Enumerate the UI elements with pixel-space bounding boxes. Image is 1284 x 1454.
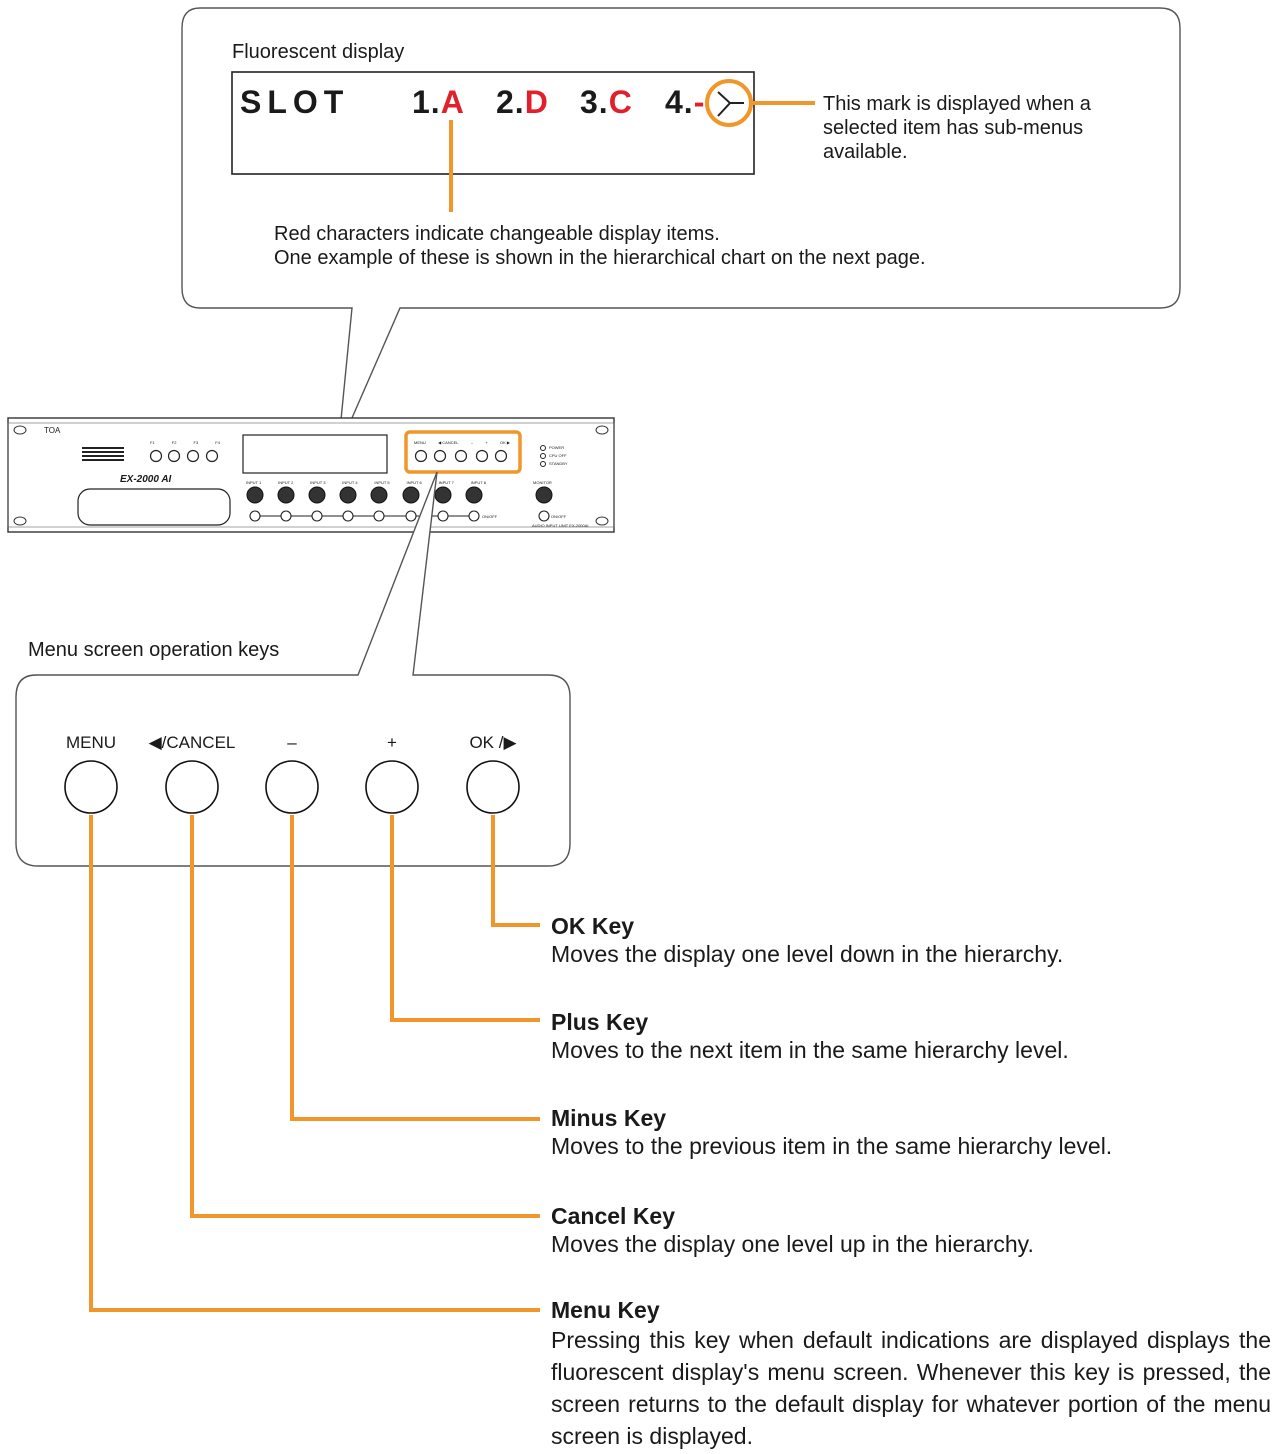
cancel-key-label: ◀/CANCEL (148, 733, 236, 752)
menu-key-circle (64, 760, 118, 814)
keys-callout-bubble (15, 471, 571, 867)
fluorescent-display-title: Fluorescent display (232, 41, 405, 63)
minus-key-leader (290, 815, 540, 1121)
device-brand: TOA (44, 426, 61, 435)
lcd-slot: SLOT (240, 84, 350, 120)
ok-key-leader (491, 815, 540, 927)
ok-key-circle (466, 760, 520, 814)
device-on-off-label: ON/OFF (482, 514, 498, 519)
plus-key-label: + (387, 733, 397, 752)
lcd-item-1: 1.A (412, 84, 465, 120)
minus-key-description: Minus Key Moves to the previous item in … (551, 1105, 1113, 1159)
submenu-note: This mark is displayed when a selected i… (823, 93, 1091, 163)
plus-key-description: Plus Key Moves to the next item in the s… (551, 1009, 1069, 1063)
menu-key-label: MENU (65, 733, 117, 752)
device-front-panel (7, 417, 615, 533)
ok-key-label: OK /▶ (469, 733, 517, 752)
minus-key-circle (265, 760, 319, 814)
device-menu-key-labels: MENU◀ CANCEL–+OK ▶ (414, 440, 510, 445)
cancel-key-circle (165, 760, 219, 814)
ok-key-description: OK Key Moves the display one level down … (551, 913, 1064, 967)
lcd-item-3: 3.C (580, 84, 633, 120)
menu-key-leader (89, 815, 540, 1312)
device-model: EX-2000 AI (120, 474, 172, 485)
plus-key-leader (390, 815, 540, 1022)
lcd-item-4: 4.- (665, 84, 706, 120)
device-monitor-label: MONITOR (533, 480, 552, 485)
submenu-mark-icon (717, 91, 744, 117)
keys-panel-title: Menu screen operation keys (28, 639, 280, 661)
cancel-key-leader (190, 815, 540, 1218)
device-monitor-on-off-label: ON/OFF (551, 514, 567, 519)
fluorescent-display-box (231, 71, 755, 175)
minus-key-label: – (287, 733, 297, 752)
lcd-item-2: 2.D (496, 84, 549, 120)
submenu-mark-highlight (705, 79, 753, 127)
plus-key-circle (365, 760, 419, 814)
red-chars-note: Red characters indicate changeable displ… (274, 223, 926, 269)
menu-key-description: Menu Key Pressing this key when default … (551, 1297, 1271, 1449)
device-footer-label: AUDIO INPUT UNIT EX-2000AI (532, 523, 589, 528)
cancel-key-description: Cancel Key Moves the display one level u… (551, 1203, 1034, 1257)
menu-keys-highlight (404, 430, 522, 474)
